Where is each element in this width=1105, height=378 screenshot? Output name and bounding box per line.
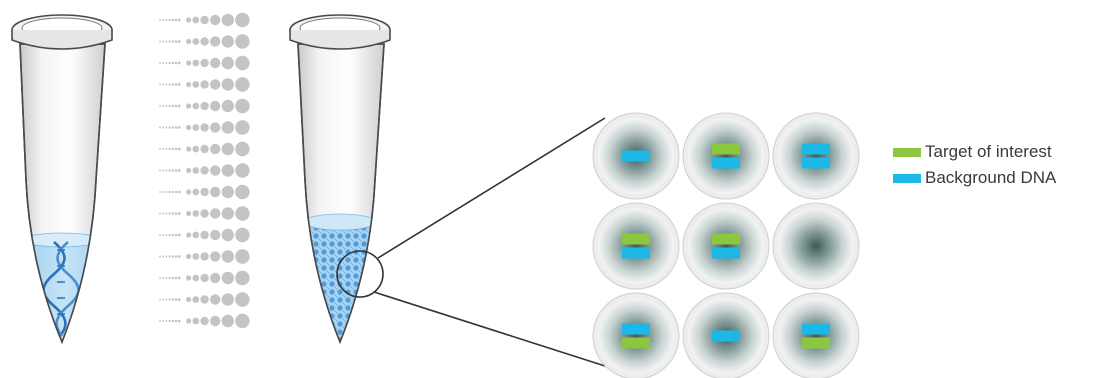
partition-cell <box>682 112 770 200</box>
target-swatch <box>893 148 921 157</box>
droplet-stream <box>159 12 250 329</box>
background-bar <box>802 157 830 169</box>
legend-label-target: Target of interest <box>925 142 1052 161</box>
partition-cell <box>592 112 680 200</box>
magnifier-circle <box>336 250 384 298</box>
sample-tube-with-dna <box>11 14 113 345</box>
target-bar <box>712 143 740 155</box>
background-bar <box>712 247 740 259</box>
partition-cell <box>772 292 860 378</box>
target-bar <box>712 233 740 245</box>
background-bar <box>802 323 830 335</box>
sample-tube-with-droplets <box>289 14 391 345</box>
partition-cell <box>682 202 770 290</box>
legend-label-background: Background DNA <box>925 168 1057 187</box>
partition-cell <box>592 202 680 290</box>
background-bar <box>712 330 740 342</box>
partition-cell <box>772 202 860 290</box>
background-bar <box>622 150 650 162</box>
partition-cell <box>772 112 860 200</box>
background-bar <box>622 247 650 259</box>
target-bar <box>622 337 650 349</box>
zoom-lines <box>373 117 606 367</box>
background-swatch <box>893 174 921 183</box>
target-bar <box>622 233 650 245</box>
partition-grid <box>592 112 860 378</box>
target-bar <box>802 337 830 349</box>
partition-cell <box>592 292 680 378</box>
background-bar <box>712 157 740 169</box>
background-bar <box>802 143 830 155</box>
partition-cell <box>682 292 770 378</box>
background-bar <box>622 323 650 335</box>
